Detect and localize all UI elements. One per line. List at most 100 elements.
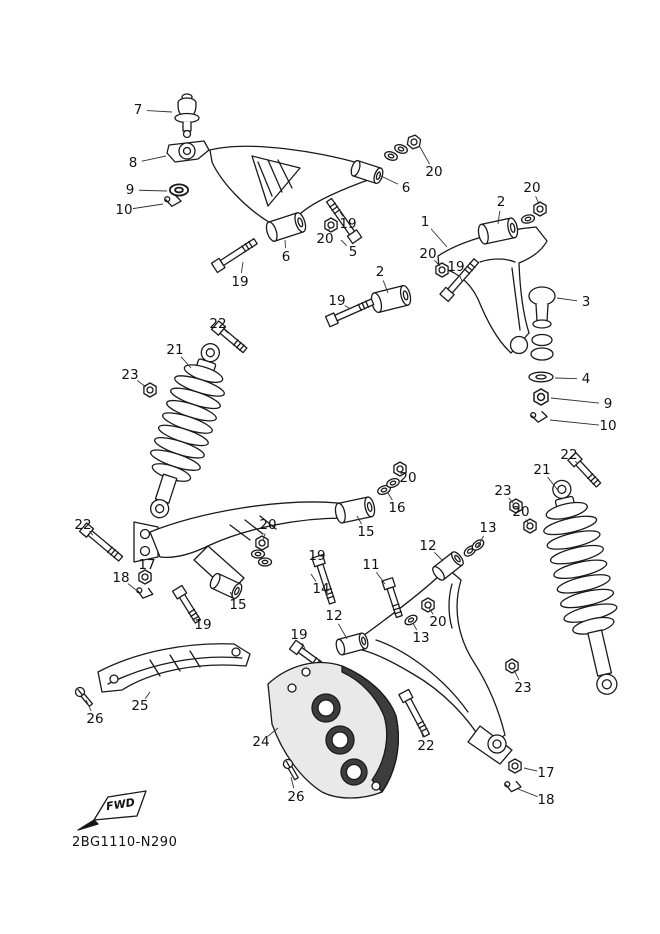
callout-15-31: 15: [357, 524, 374, 540]
shock-eyelet-top-bore: [205, 348, 215, 358]
ball-joint-ring: [532, 319, 552, 329]
callout-9-2: 9: [126, 182, 135, 198]
callout-leader-22-22: [224, 329, 229, 334]
callout-leader-14-40: [310, 573, 317, 582]
front-shock-absorber: [143, 320, 250, 519]
callout-19-16: 19: [447, 259, 464, 275]
callout-19-12: 19: [231, 274, 248, 290]
callout-13-44: 13: [412, 630, 429, 646]
skid-plate-shadow: [341, 665, 399, 793]
coil: [556, 574, 611, 594]
nut-20: [406, 133, 422, 151]
callout-leader-12-42: [338, 623, 348, 640]
callout-21-23: 21: [166, 342, 183, 358]
callout-23-24: 23: [121, 367, 138, 383]
callout-leader-10-21: [549, 419, 600, 426]
arm-truss: [511, 267, 521, 331]
washer: [520, 213, 536, 225]
callout-12-34: 12: [419, 538, 436, 554]
kingpin-hole: [182, 129, 192, 139]
nut-20: [533, 201, 547, 217]
plate-hole: [317, 699, 335, 717]
callout-19-39: 19: [308, 548, 325, 564]
knuckle-bracket-bore-inner: [182, 146, 192, 156]
callout-leader-26-53: [290, 776, 295, 789]
washer: [257, 557, 273, 567]
callout-leader-7-0: [146, 110, 173, 113]
callout-leader-9-20: [550, 397, 600, 404]
callout-14-40: 14: [312, 581, 329, 597]
callout-17-36: 17: [138, 557, 155, 573]
callout-leader-20-4: [419, 146, 430, 165]
bolt-19: [381, 577, 406, 619]
callout-23-27: 23: [494, 483, 511, 499]
callout-leader-19-46: [302, 643, 306, 650]
fwd-flag-face: [93, 790, 147, 821]
callout-leader-6-5: [378, 174, 399, 185]
callout-leader-3-17: [556, 297, 578, 302]
front-lower-arm-body: [149, 501, 345, 559]
coil: [543, 515, 598, 536]
front-upper-arm-plate: [251, 155, 301, 207]
callout-5-8: 5: [349, 244, 358, 260]
hatch-line: [244, 519, 264, 535]
callout-4-19: 4: [582, 371, 591, 387]
castle-ring: [530, 347, 554, 361]
skid-plate: [267, 661, 399, 799]
callout-20-32: 20: [259, 517, 276, 533]
callout-leader-19-6: [339, 211, 344, 217]
part-code: 2BG1110-N290: [72, 835, 177, 850]
kingpin-stem: [182, 121, 192, 132]
callout-leader-8-1: [141, 155, 167, 162]
callout-12-42: 12: [325, 608, 342, 624]
nut-9: [533, 388, 549, 406]
callout-21-26: 21: [533, 462, 550, 478]
arm-inner-line: [375, 639, 469, 713]
callout-18-37: 18: [112, 570, 129, 586]
callout-8-1: 8: [129, 155, 138, 171]
callout-22-51: 22: [417, 738, 434, 754]
callout-25-48: 25: [131, 698, 148, 714]
ball-joint-stud: [535, 303, 549, 323]
callout-24-50: 24: [252, 734, 269, 750]
plate-hole: [345, 763, 363, 781]
bracket-hole: [231, 647, 241, 657]
bushing-2-lower: [369, 283, 413, 315]
nut-20: [523, 518, 537, 534]
callout-19-6: 19: [339, 216, 356, 232]
callout-leader-16-30: [387, 492, 393, 501]
callout-20-14: 20: [419, 246, 436, 262]
cotter-pin-18: [502, 778, 523, 795]
callout-leader-19-18: [344, 305, 350, 309]
washer: [392, 142, 410, 156]
callout-leader-4-19: [554, 377, 578, 380]
hatch-line: [259, 515, 277, 530]
bolt-22: [398, 688, 433, 739]
callout-leader-23-27: [508, 497, 514, 504]
callout-leader-2-15: [382, 280, 389, 294]
plate-bolt-hole: [287, 683, 297, 693]
callout-leader-2-10: [497, 210, 501, 225]
callout-leader-19-16: [459, 275, 463, 282]
callout-6-5: 6: [402, 180, 411, 196]
bolt-19: [210, 235, 260, 274]
callout-leader-20-14: [434, 260, 441, 267]
callout-18-54: 18: [537, 792, 554, 808]
guard-bracket-body: [97, 643, 251, 693]
nut-23: [143, 382, 157, 398]
callout-leader-23-47: [513, 669, 520, 681]
kingpin-assembly: [162, 93, 210, 209]
callout-20-29: 20: [399, 470, 416, 486]
coil: [560, 588, 615, 609]
ball-joint-3: [528, 286, 556, 361]
callout-leader-19-12: [240, 261, 244, 274]
callout-leader-17-52: [523, 767, 538, 772]
shock-shaft: [154, 473, 178, 504]
callout-leader-10-3: [132, 203, 164, 210]
rear-shock-absorber: [502, 452, 618, 795]
callout-16-30: 16: [388, 500, 405, 516]
callout-leader-12-34: [434, 552, 444, 562]
callout-22-22: 22: [209, 316, 226, 332]
cotter-pin-10: [529, 409, 549, 425]
